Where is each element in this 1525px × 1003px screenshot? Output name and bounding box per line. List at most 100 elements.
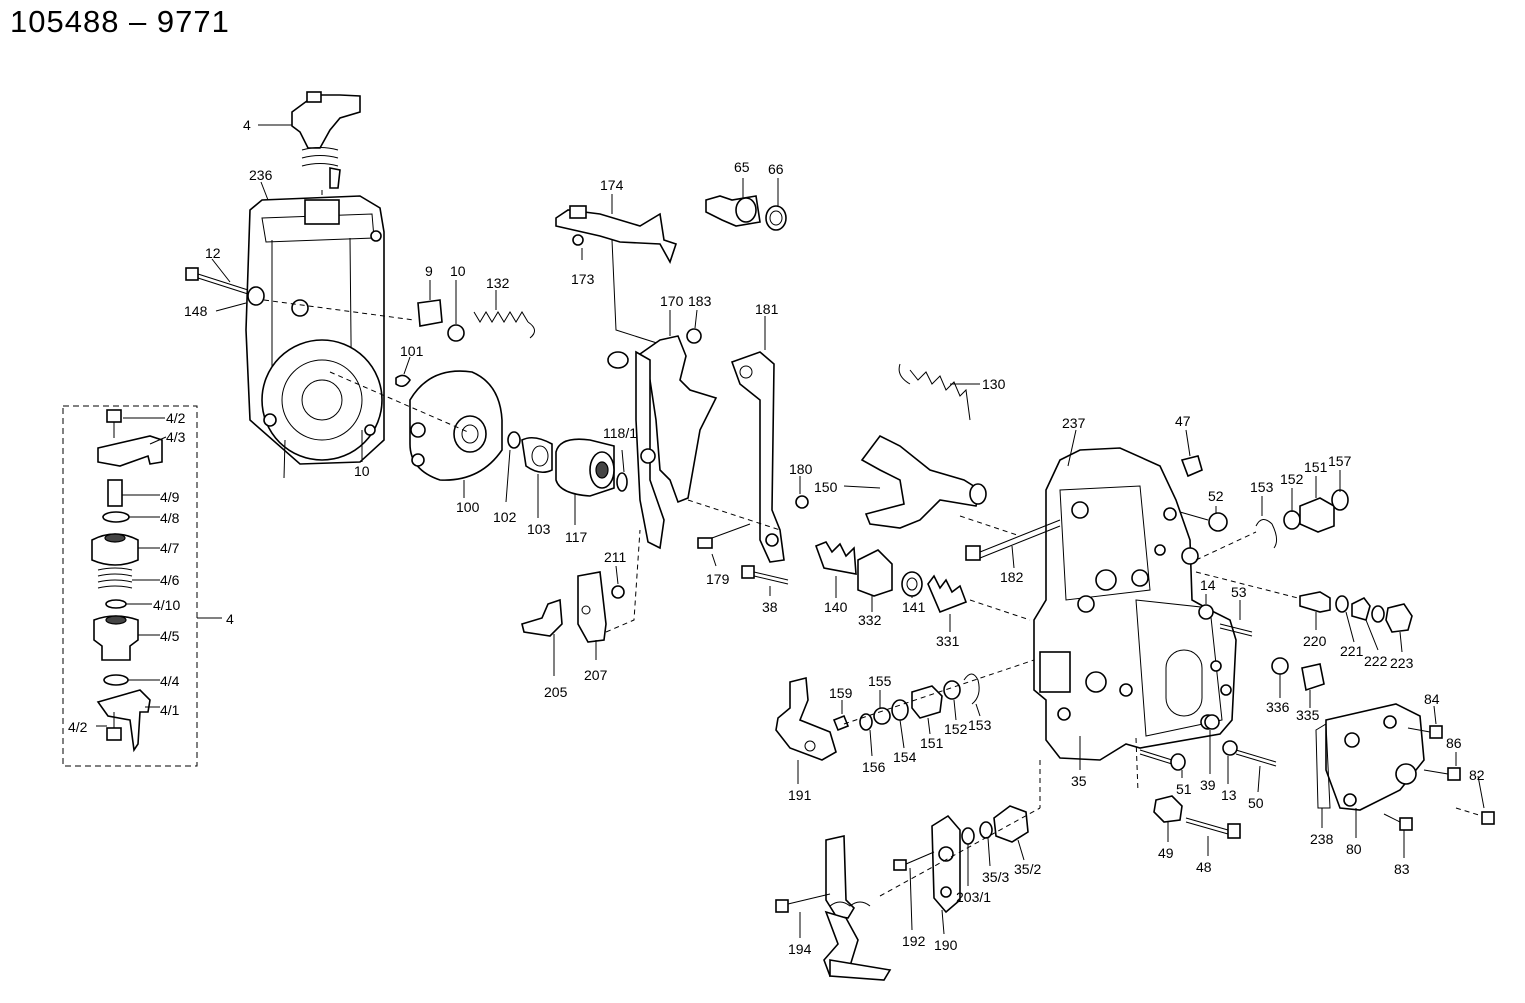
label-331: 331 xyxy=(936,633,960,649)
label-183: 183 xyxy=(688,293,712,309)
label-4-10: 4/10 xyxy=(153,597,180,613)
label-153b: 153 xyxy=(968,717,992,733)
label-39: 39 xyxy=(1200,777,1216,793)
label-180: 180 xyxy=(789,461,813,477)
label-66: 66 xyxy=(768,161,784,177)
label-194: 194 xyxy=(788,941,812,957)
label-170: 170 xyxy=(660,293,684,309)
label-151: 151 xyxy=(1304,459,1328,475)
label-47: 47 xyxy=(1175,413,1191,429)
part-12-148-screw xyxy=(185,258,415,321)
part-191-lower-seals xyxy=(775,659,1035,784)
part-labels: 4 236 12 148 9 10 132 101 10 100 102 103… xyxy=(68,117,1485,957)
label-12: 12 xyxy=(205,245,221,261)
label-130: 130 xyxy=(982,376,1006,392)
label-4-4: 4/4 xyxy=(160,673,180,689)
part-181-lever xyxy=(687,316,809,596)
label-191: 191 xyxy=(788,787,812,803)
label-53: 53 xyxy=(1231,584,1247,600)
label-9: 9 xyxy=(425,263,433,279)
label-4-6: 4/6 xyxy=(160,572,180,588)
label-179: 179 xyxy=(706,571,730,587)
label-4-9: 4/9 xyxy=(160,489,180,505)
label-205: 205 xyxy=(544,684,568,700)
part-132-spring xyxy=(473,290,535,339)
label-65: 65 xyxy=(734,159,750,175)
label-132: 132 xyxy=(486,275,510,291)
label-14: 14 xyxy=(1200,577,1216,593)
label-192: 192 xyxy=(902,933,926,949)
part-102-103-117 xyxy=(505,431,628,525)
label-174: 174 xyxy=(600,177,624,193)
label-101: 101 xyxy=(400,343,424,359)
label-207: 207 xyxy=(584,667,608,683)
label-4-2-top: 4/2 xyxy=(166,410,186,426)
label-4-7: 4/7 xyxy=(160,540,180,556)
part-237-pump-body xyxy=(1033,429,1237,761)
label-38: 38 xyxy=(762,599,778,615)
label-82: 82 xyxy=(1469,767,1485,783)
part-170-lever xyxy=(607,309,718,550)
label-157: 157 xyxy=(1328,453,1352,469)
part-9-10-bracket xyxy=(417,280,465,342)
label-4: 4 xyxy=(243,117,251,133)
label-100: 100 xyxy=(456,499,480,515)
label-211: 211 xyxy=(604,549,627,565)
label-80: 80 xyxy=(1346,841,1362,857)
part-238-cover xyxy=(1315,703,1495,858)
label-153: 153 xyxy=(1250,479,1274,495)
label-35: 35 xyxy=(1071,773,1087,789)
part-335-336 xyxy=(1271,657,1325,708)
label-182: 182 xyxy=(1000,569,1024,585)
label-35-2: 35/2 xyxy=(1014,861,1041,877)
label-151b: 151 xyxy=(920,735,944,751)
label-140: 140 xyxy=(824,599,848,615)
part-65-66-fitting xyxy=(705,178,787,231)
part-236-governor-housing xyxy=(245,181,385,479)
label-10b: 10 xyxy=(354,463,370,479)
label-84: 84 xyxy=(1424,691,1440,707)
label-173: 173 xyxy=(571,271,595,287)
label-223: 223 xyxy=(1390,655,1414,671)
part-14-53 xyxy=(1198,594,1253,637)
label-190: 190 xyxy=(934,937,958,953)
label-238: 238 xyxy=(1310,831,1334,847)
label-335: 335 xyxy=(1296,707,1320,723)
label-141: 141 xyxy=(902,599,926,615)
label-155: 155 xyxy=(868,673,892,689)
label-4-kit: 4 xyxy=(226,611,234,627)
part-182-bolt xyxy=(965,519,1061,569)
part-190-194-levers xyxy=(775,760,1041,981)
label-103: 103 xyxy=(527,521,551,537)
label-152b: 152 xyxy=(944,721,968,737)
label-118-1: 118/1 xyxy=(603,425,637,441)
label-35-3: 35/3 xyxy=(982,869,1009,885)
part-205-207-211 xyxy=(521,529,641,676)
kit-4-box xyxy=(62,405,222,767)
label-154: 154 xyxy=(893,749,917,765)
part-130-150 xyxy=(843,363,1021,537)
part-174-173-linkage xyxy=(555,194,678,345)
part-220-223 xyxy=(1195,571,1413,653)
label-236: 236 xyxy=(249,167,273,183)
part-lower-bolts xyxy=(1079,714,1277,856)
label-117: 117 xyxy=(565,529,588,545)
label-50: 50 xyxy=(1248,795,1264,811)
label-181: 181 xyxy=(755,301,779,317)
label-222: 222 xyxy=(1364,653,1388,669)
part-100-flyweight xyxy=(329,370,503,498)
label-4-3: 4/3 xyxy=(166,429,186,445)
label-332: 332 xyxy=(858,612,882,628)
label-159: 159 xyxy=(829,685,853,701)
label-148: 148 xyxy=(184,303,208,319)
label-13: 13 xyxy=(1221,787,1237,803)
label-156: 156 xyxy=(862,759,886,775)
label-221: 221 xyxy=(1340,643,1364,659)
label-48: 48 xyxy=(1196,859,1212,875)
label-220: 220 xyxy=(1303,633,1327,649)
part-47-52 xyxy=(1179,429,1228,532)
part-140-332-141-331 xyxy=(814,541,1031,632)
label-152: 152 xyxy=(1280,471,1304,487)
label-52: 52 xyxy=(1208,488,1224,504)
